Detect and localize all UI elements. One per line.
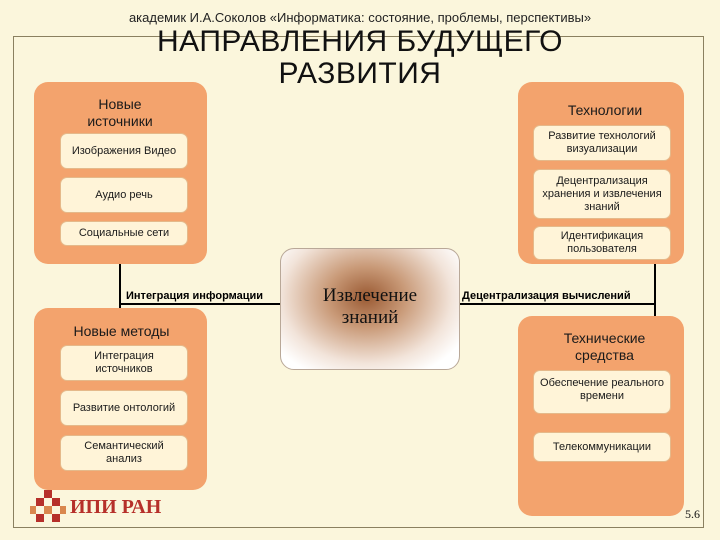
slide-title: НАПРАВЛЕНИЯ БУДУЩЕГО РАЗВИТИЯ bbox=[0, 26, 720, 90]
connector-right-vertical bbox=[654, 264, 656, 316]
item-images-video: Изображения Видео bbox=[60, 133, 188, 169]
item-source-integration: Интеграция источников bbox=[60, 345, 188, 381]
item-semantic-analysis: Семантический анализ bbox=[60, 435, 188, 471]
item-audio-speech: Аудио речь bbox=[60, 177, 188, 213]
group-technical-means bbox=[518, 316, 684, 516]
connector-right-label: Децентрализация вычислений bbox=[462, 290, 631, 302]
slide-number: 5.6 bbox=[685, 507, 700, 521]
group-technologies-title: Технологии bbox=[567, 102, 643, 118]
item-decentralized-storage: Децентрализация хранения и извлечения зн… bbox=[533, 169, 671, 219]
center-label: Извлечение знаний bbox=[280, 285, 460, 329]
ipi-ran-logo-icon bbox=[30, 490, 66, 531]
slide-frame bbox=[13, 36, 704, 528]
item-user-identification: Идентификация пользователя bbox=[533, 226, 671, 260]
group-new-methods-title: Новые методы bbox=[73, 323, 170, 339]
item-real-time: Обеспечение реального времени bbox=[533, 370, 671, 414]
center-label-text: Извлечение знаний bbox=[322, 285, 418, 328]
connector-left-vertical bbox=[119, 264, 121, 308]
item-visualization: Развитие технологий визуализации bbox=[533, 125, 671, 161]
item-social-networks: Социальные сети bbox=[60, 221, 188, 246]
logo-text: ИПИ РАН bbox=[70, 496, 162, 518]
slide-header: академик И.А.Соколов «Информатика: состо… bbox=[128, 10, 592, 25]
connector-left-horizontal bbox=[119, 303, 280, 305]
item-ontology-development: Развитие онтологий bbox=[60, 390, 188, 426]
item-telecommunications: Телекоммуникации bbox=[533, 432, 671, 462]
center-box bbox=[280, 248, 460, 370]
connector-right-horizontal bbox=[460, 303, 656, 305]
group-new-sources-title: Новые источники bbox=[87, 96, 153, 129]
connector-left-label: Интеграция информации bbox=[126, 290, 264, 302]
group-technical-means-title: Технические средства bbox=[563, 330, 646, 363]
title-text: НАПРАВЛЕНИЯ БУДУЩЕГО РАЗВИТИЯ bbox=[157, 25, 563, 90]
